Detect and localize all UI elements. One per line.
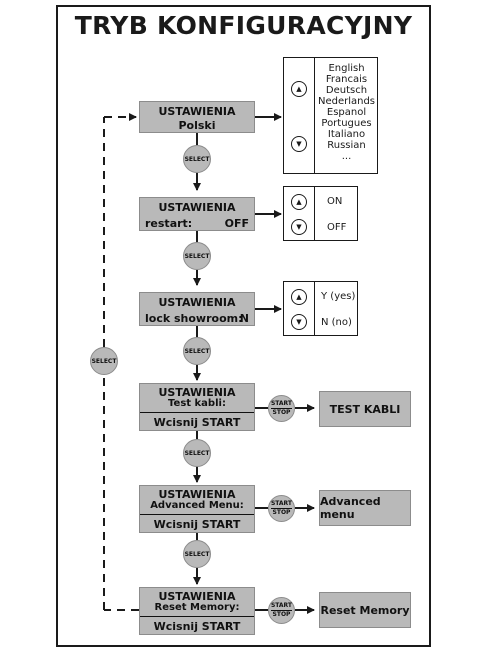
options-divider — [314, 282, 315, 335]
stop-label: STOP — [272, 409, 291, 416]
start-label: START — [270, 602, 293, 611]
lock-options-box: ▲ ▼ Y (yes) N (no) — [283, 281, 358, 336]
select-label: SELECT — [184, 449, 210, 457]
output-label: Reset Memory — [320, 603, 410, 617]
options-divider — [314, 187, 315, 240]
language-option: Italiano — [327, 129, 366, 140]
language-option: ... — [341, 151, 352, 162]
output-advanced-menu: Advanced menu — [319, 490, 411, 526]
language-options-box: ▲ ▼ English Francais Deutsch Nederlands … — [283, 57, 378, 174]
box-separator — [140, 412, 254, 413]
language-option: Espanol — [326, 107, 367, 118]
select-label: SELECT — [184, 155, 210, 163]
stop-label: STOP — [272, 611, 291, 618]
output-test-kabli: TEST KABLI — [319, 391, 411, 427]
start-label: START — [270, 400, 293, 409]
step-title: USTAWIENIA — [158, 105, 236, 118]
select-button[interactable]: SELECT — [183, 145, 211, 173]
step-title: USTAWIENIA — [158, 386, 236, 399]
step-action: Wcisnij START — [153, 416, 241, 429]
select-button[interactable]: SELECT — [183, 439, 211, 467]
output-label: Advanced menu — [320, 495, 381, 521]
options-divider — [314, 58, 315, 173]
settings-reset-memory-box: USTAWIENIA Reset Memory: Wcisnij START — [139, 587, 255, 635]
step-label: restart: — [145, 217, 193, 230]
select-button[interactable]: SELECT — [183, 540, 211, 568]
settings-lock-showroom-box: USTAWIENIA lock showroom: N — [139, 292, 255, 326]
language-option: Deutsch — [325, 85, 368, 96]
box-separator — [140, 514, 254, 515]
option-yes: Y (yes) — [321, 291, 356, 302]
step-subtitle: Advanced Menu: — [150, 500, 244, 511]
option-no: N (no) — [321, 317, 352, 328]
select-label: SELECT — [91, 357, 117, 365]
language-option: Francais — [325, 74, 368, 85]
select-label: SELECT — [184, 347, 210, 355]
select-button[interactable]: SELECT — [183, 242, 211, 270]
option-on: ON — [327, 196, 343, 207]
output-label: TEST KABLI — [329, 402, 401, 416]
step-title: USTAWIENIA — [158, 488, 236, 501]
start-label: START — [270, 500, 293, 509]
step-action: Wcisnij START — [153, 518, 241, 531]
select-loop-button[interactable]: SELECT — [90, 347, 118, 375]
settings-cable-test-box: USTAWIENIA Test kabli: Wcisnij START — [139, 383, 255, 431]
step-title: USTAWIENIA — [158, 590, 236, 603]
down-arrow-icon[interactable]: ▼ — [291, 219, 307, 235]
step-title: USTAWIENIA — [158, 296, 236, 309]
up-arrow-icon[interactable]: ▲ — [291, 81, 307, 97]
language-option: English — [328, 63, 365, 74]
settings-restart-box: USTAWIENIA restart: OFF — [139, 197, 255, 231]
option-off: OFF — [327, 222, 347, 233]
settings-advanced-menu-box: USTAWIENIA Advanced Menu: Wcisnij START — [139, 485, 255, 533]
down-arrow-icon[interactable]: ▼ — [291, 314, 307, 330]
step-label: lock showroom: — [145, 312, 243, 325]
select-label: SELECT — [184, 550, 210, 558]
up-arrow-icon[interactable]: ▲ — [291, 289, 307, 305]
select-label: SELECT — [184, 252, 210, 260]
language-option: Nederlands — [317, 96, 376, 107]
diagram-frame — [56, 5, 431, 647]
settings-language-box: USTAWIENIA Polski — [139, 101, 255, 133]
restart-options-box: ▲ ▼ ON OFF — [283, 186, 358, 241]
step-subtitle: Reset Memory: — [154, 602, 240, 613]
step-value: Polski — [178, 119, 216, 132]
step-title: USTAWIENIA — [158, 201, 236, 214]
page-title: TRYB KONFIGURACYJNY — [74, 11, 413, 40]
select-button[interactable]: SELECT — [183, 337, 211, 365]
step-value: N — [239, 312, 249, 325]
step-subtitle: Test kabli: — [168, 398, 226, 409]
language-option: Russian — [327, 140, 366, 151]
language-option: Portugues — [321, 118, 372, 129]
up-arrow-icon[interactable]: ▲ — [291, 194, 307, 210]
down-arrow-icon[interactable]: ▼ — [291, 136, 307, 152]
stop-label: STOP — [272, 509, 291, 516]
step-value: OFF — [224, 217, 249, 230]
output-reset-memory: Reset Memory — [319, 592, 411, 628]
step-action: Wcisnij START — [153, 620, 241, 633]
box-separator — [140, 616, 254, 617]
